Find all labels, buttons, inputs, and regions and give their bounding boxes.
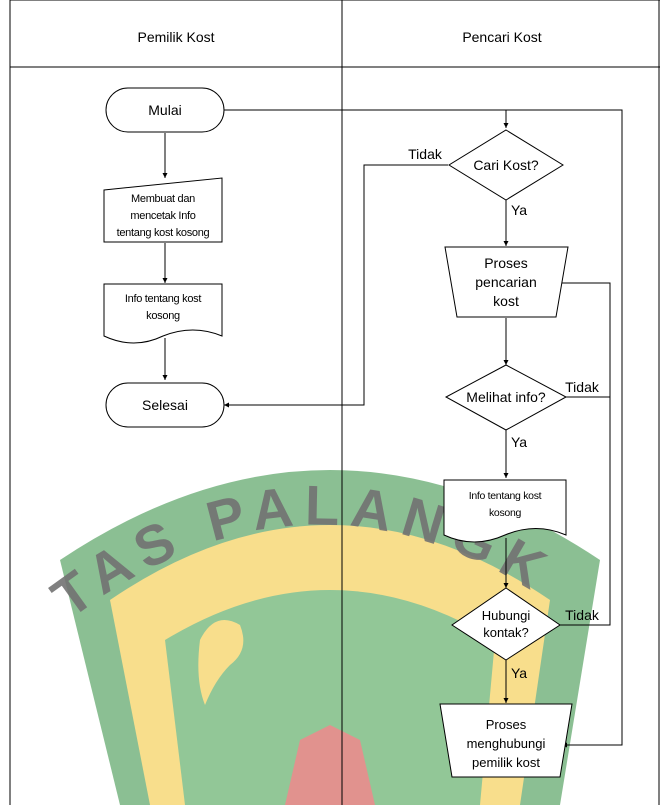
node-mulai: Mulai bbox=[105, 87, 225, 133]
svg-text:Info tentang kost: Info tentang kost bbox=[469, 490, 542, 502]
logo-bird bbox=[198, 620, 244, 705]
logo-green-inner bbox=[165, 590, 495, 805]
svg-text:kosong: kosong bbox=[489, 507, 522, 519]
svg-text:kontak?: kontak? bbox=[483, 625, 529, 640]
svg-text:mencetak Info: mencetak Info bbox=[130, 210, 195, 222]
edge-label-cari-yes: Ya bbox=[511, 202, 527, 218]
svg-text:Proses: Proses bbox=[486, 717, 527, 732]
edge-label-hubungi-no: Tidak bbox=[565, 607, 600, 623]
svg-text:Proses: Proses bbox=[484, 255, 528, 271]
svg-text:menghubungi: menghubungi bbox=[467, 736, 546, 751]
svg-text:Cari Kost?: Cari Kost? bbox=[473, 157, 539, 173]
connectors bbox=[162, 109, 623, 748]
lane-header-left: Pemilik Kost bbox=[137, 29, 214, 45]
edge-label-melihat-no: Tidak bbox=[565, 379, 600, 395]
node-membuat-info: Membuat dan mencetak Info tentang kost k… bbox=[103, 177, 223, 243]
node-info-right: Info tentang kost kosong bbox=[443, 479, 567, 543]
lane-header-right: Pencari Kost bbox=[462, 29, 541, 45]
svg-text:kosong: kosong bbox=[146, 310, 180, 322]
logo-red-center bbox=[285, 725, 375, 805]
node-melihat-info: Melihat info? bbox=[444, 364, 568, 431]
node-proses-menghubungi: Proses menghubungi pemilik kost bbox=[439, 703, 573, 778]
node-hubungi-kontak: Hubungi kontak? bbox=[451, 587, 561, 661]
svg-text:pemilik kost: pemilik kost bbox=[472, 755, 540, 770]
edge-label-melihat-yes: Ya bbox=[511, 434, 527, 450]
svg-text:Membuat dan: Membuat dan bbox=[131, 193, 195, 205]
node-selesai: Selesai bbox=[105, 382, 225, 428]
svg-text:Melihat info?: Melihat info? bbox=[466, 389, 546, 405]
swimlane-frame bbox=[9, 0, 660, 805]
svg-text:Info tentang kost: Info tentang kost bbox=[125, 293, 201, 305]
edge-label-cari-no: Tidak bbox=[408, 146, 443, 162]
node-cari-kost: Cari Kost? bbox=[448, 129, 564, 201]
svg-text:Hubungi: Hubungi bbox=[482, 608, 531, 623]
svg-text:Mulai: Mulai bbox=[148, 102, 181, 118]
svg-text:pencarian: pencarian bbox=[475, 274, 537, 290]
svg-text:kost: kost bbox=[493, 293, 519, 309]
svg-text:tentang kost kosong: tentang kost kosong bbox=[117, 227, 210, 239]
node-info-left: Info tentang kost kosong bbox=[103, 283, 223, 344]
edge-label-hubungi-yes: Ya bbox=[511, 665, 527, 681]
svg-text:Selesai: Selesai bbox=[142, 397, 188, 413]
node-proses-pencarian: Proses pencarian kost bbox=[444, 246, 569, 318]
